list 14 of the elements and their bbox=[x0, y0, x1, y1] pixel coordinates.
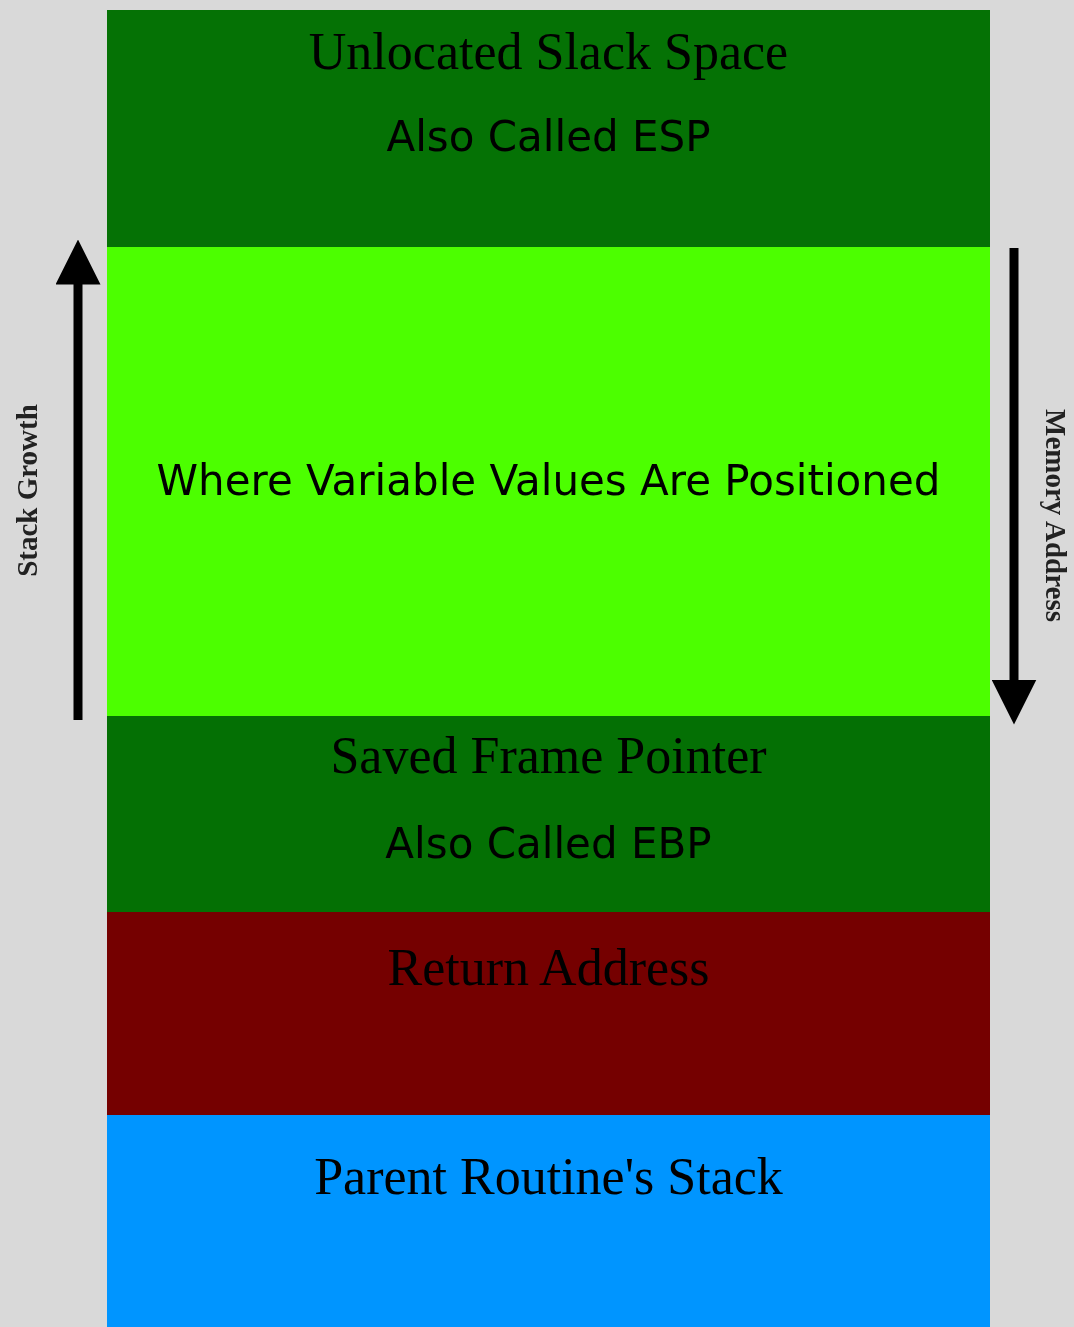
region-title: Parent Routine's Stack bbox=[313, 1147, 784, 1207]
region-title: Return Address bbox=[386, 938, 711, 998]
region-title: Where Variable Values Are Positioned bbox=[155, 457, 942, 506]
axis-label: Stack Growth bbox=[10, 403, 44, 577]
region-title: Saved Frame Pointer bbox=[329, 726, 768, 786]
stack-region bbox=[107, 10, 990, 247]
stack-region bbox=[107, 1115, 990, 1327]
region-subtitle: Also Called EBP bbox=[384, 820, 713, 869]
region-subtitle: Also Called ESP bbox=[385, 113, 712, 162]
axis-label: Memory Address bbox=[1038, 408, 1072, 622]
stack-region bbox=[107, 912, 990, 1115]
stack-region bbox=[107, 247, 990, 716]
stack-region bbox=[107, 716, 990, 912]
region-title: Unlocated Slack Space bbox=[307, 22, 790, 82]
